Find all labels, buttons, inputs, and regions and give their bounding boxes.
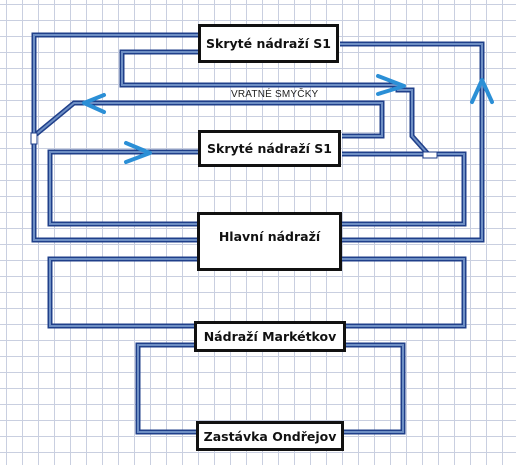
station-main-label: Hlavní nádraží	[218, 229, 321, 244]
station-hidden-upper: Skryté nádraží S1	[198, 24, 339, 63]
station-hidden-lower: Skryté nádraží S1	[198, 130, 341, 167]
station-hidden-upper-label: Skryté nádraží S1	[206, 36, 331, 51]
direction-arrow-right-icon	[124, 141, 152, 164]
middle-loop-track-core	[49, 151, 200, 225]
direction-arrows	[82, 74, 494, 164]
outer-loop-right-track	[340, 41, 485, 243]
lower-loop-right-track-core	[344, 344, 404, 433]
switch-marker-right	[422, 151, 438, 159]
lower-loop-track-core	[137, 344, 198, 433]
station-ondrejov-label: Zastávka Ondřejov	[203, 428, 337, 444]
outer-loop-track	[31, 32, 200, 243]
lower-loop-track	[135, 342, 198, 435]
main-marketkov-loop-track	[47, 256, 200, 329]
main-marketkov-loop-track-core	[49, 258, 200, 327]
direction-arrow-left-icon	[82, 93, 106, 114]
station-marketkov-label: Nádraží Markétkov	[203, 329, 337, 344]
direction-arrow-right-icon	[376, 74, 406, 96]
switch-marker-left	[30, 132, 38, 145]
outer-loop-right-track-core	[340, 43, 483, 241]
lower-loop-right-track	[344, 342, 406, 435]
middle-loop-right-track	[342, 151, 467, 227]
direction-arrow-up-icon	[470, 78, 494, 104]
main-marketkov-loop-right-track	[342, 256, 467, 329]
station-marketkov: Nádraží Markétkov	[194, 321, 346, 352]
return-loops-caption: VRATNÉ SMYČKY	[231, 89, 319, 100]
outer-loop-track-core	[33, 34, 200, 241]
station-ondrejov: Zastávka Ondřejov	[196, 421, 344, 451]
left-switch-track-core	[33, 102, 383, 137]
station-main: Hlavní nádraží	[197, 212, 342, 271]
middle-loop-right-track-core	[342, 153, 465, 225]
main-marketkov-loop-right-track-core	[342, 258, 465, 327]
station-hidden-lower-label: Skryté nádraží S1	[207, 141, 332, 156]
